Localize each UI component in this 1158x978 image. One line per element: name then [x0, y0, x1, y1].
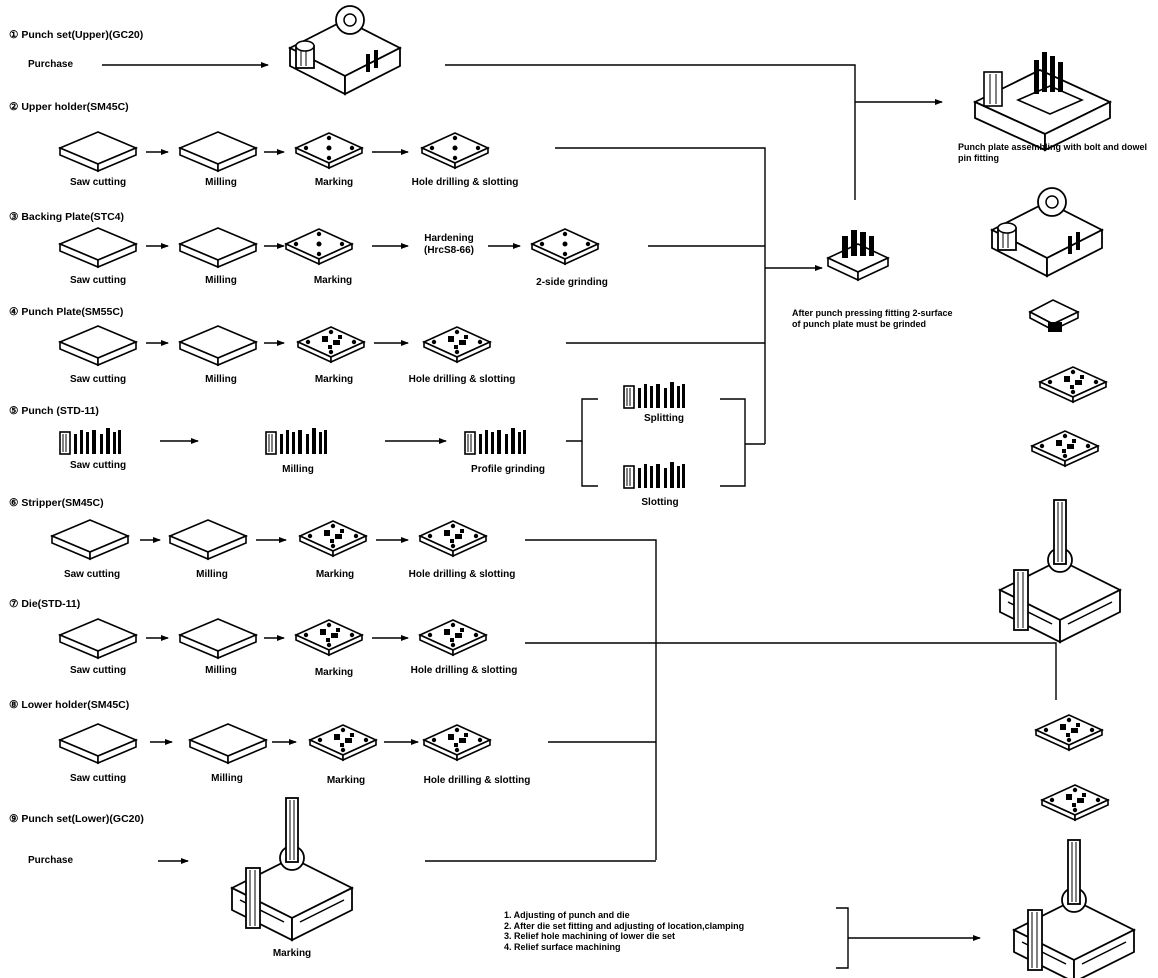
exploded-plate	[1030, 300, 1078, 332]
step-label: Saw cutting	[64, 569, 120, 581]
step-label: Profile grinding	[471, 464, 545, 476]
step-label: Milling	[211, 773, 243, 785]
exploded-plate	[1042, 785, 1108, 820]
step-label: 2-side grinding	[536, 277, 608, 289]
step-label: Saw cutting	[70, 773, 126, 785]
final-step-item: 2. After die set fitting and adjusting o…	[504, 921, 744, 932]
final-step-item: 4. Relief surface machining	[504, 942, 744, 953]
step-label: Hole drilling & slotting	[424, 775, 531, 787]
connector-line	[566, 399, 598, 441]
step-label: Marking	[273, 948, 311, 960]
exploded-plate	[1036, 715, 1102, 750]
step-label: Milling	[205, 665, 237, 677]
label-purchase-upper: Purchase	[28, 59, 73, 71]
step-label: Hole drilling & slotting	[409, 374, 516, 386]
step-label: Saw cutting	[70, 460, 126, 472]
connector-line	[525, 643, 1056, 700]
die-assembly-drawing	[1000, 500, 1120, 642]
row-heading-lower-holder: ⑧ Lower holder(SM45C)	[9, 699, 129, 711]
step-label: Saw cutting	[70, 374, 126, 386]
step-label: Hole drilling & slotting	[409, 569, 516, 581]
step-label: Milling	[205, 374, 237, 386]
step-label: Hardening (HrcS8-66)	[412, 233, 486, 257]
exploded-plate	[1040, 367, 1106, 402]
connector-line	[525, 540, 656, 860]
step-label: Splitting	[644, 413, 684, 425]
upper-set-exploded-drawing	[992, 188, 1102, 276]
punch-plate-assembly-note: Punch plate assembling with bolt and dow…	[958, 142, 1154, 163]
row-heading-die: ⑦ Die(STD-11)	[9, 598, 80, 610]
connector-line	[720, 399, 745, 486]
step-label: Milling	[196, 569, 228, 581]
row-heading-punch-set-lower: ⑨ Punch set(Lower)(GC20)	[9, 813, 144, 825]
step-label: Saw cutting	[70, 275, 126, 287]
row-heading-punch: ⑤ Punch (STD-11)	[9, 405, 99, 417]
punch-plate-assembly-drawing	[828, 230, 888, 280]
row-heading-backing-plate: ③ Backing Plate(STC4)	[9, 211, 124, 223]
step-label: Marking	[327, 775, 365, 787]
step-label: Marking	[314, 275, 352, 287]
final-steps-list: 1. Adjusting of punch and die 2. After d…	[504, 910, 744, 952]
step-label: Milling	[282, 464, 314, 476]
step-label: Slotting	[641, 497, 678, 509]
step-label: Saw cutting	[70, 665, 126, 677]
bracket-line	[836, 908, 848, 968]
step-label: Saw cutting	[70, 177, 126, 189]
step-label: Marking	[315, 177, 353, 189]
label-purchase-lower: Purchase	[28, 855, 73, 867]
step-label: Marking	[315, 667, 353, 679]
upper-punch-set-drawing	[290, 6, 400, 94]
row-heading-punch-plate: ④ Punch Plate(SM55C)	[9, 306, 123, 318]
connector-line	[582, 441, 598, 486]
step-label: Marking	[316, 569, 354, 581]
row-heading-punch-set-upper: ① Punch set(Upper)(GC20)	[9, 29, 143, 41]
exploded-plate	[1032, 431, 1098, 466]
final-assembly-drawing	[1014, 840, 1134, 978]
after-punch-pressing-note: After punch pressing fitting 2-surface o…	[792, 308, 962, 329]
step-label: Hole drilling & slotting	[411, 665, 518, 677]
row-heading-upper-holder: ② Upper holder(SM45C)	[9, 101, 129, 113]
final-step-item: 1. Adjusting of punch and die	[504, 910, 744, 921]
row-heading-stripper: ⑥ Stripper(SM45C)	[9, 497, 104, 509]
final-step-item: 3. Relief hole machining of lower die se…	[504, 931, 744, 942]
step-label: Milling	[205, 177, 237, 189]
step-label: Marking	[315, 374, 353, 386]
step-label: Milling	[205, 275, 237, 287]
upper-assembly-drawing	[975, 52, 1110, 150]
lower-punch-set-drawing	[232, 798, 352, 940]
step-label: Hole drilling & slotting	[412, 177, 519, 189]
